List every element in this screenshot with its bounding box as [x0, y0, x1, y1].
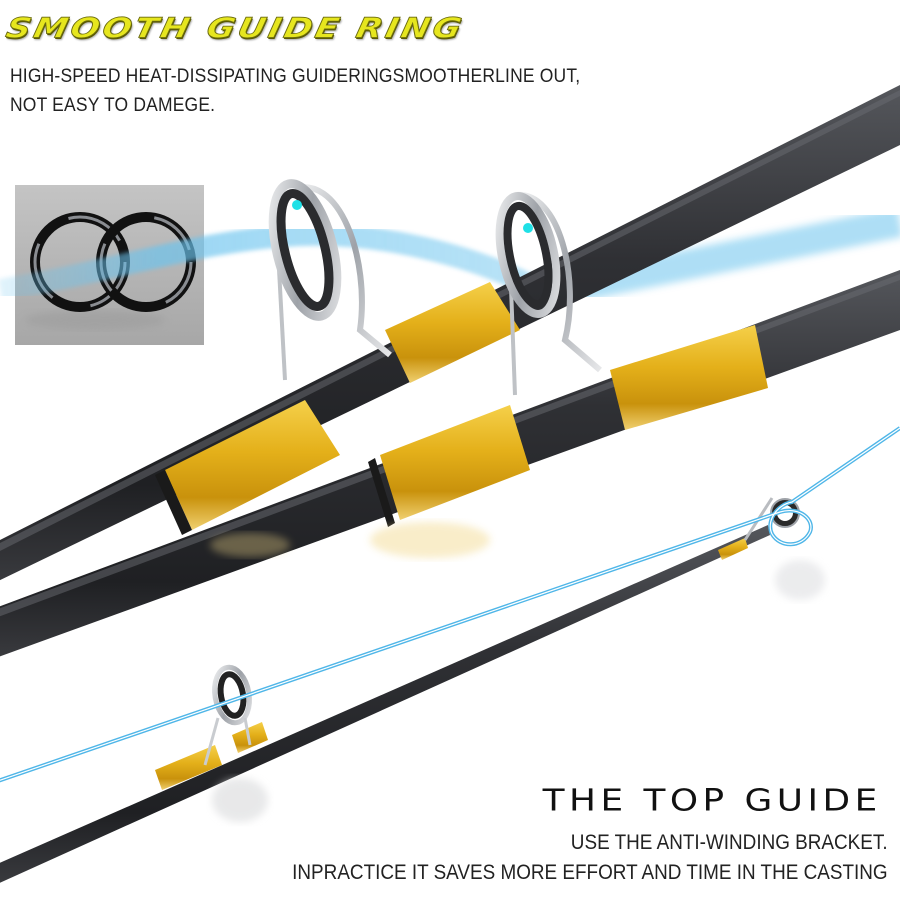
rod-upper [0, 85, 900, 581]
rod-middle [0, 270, 900, 657]
guide-ring-1 [268, 179, 392, 381]
top-guide-description: USE THE ANTI-WINDING BRACKET. INPRACTICE… [293, 828, 888, 888]
top-guide [743, 497, 825, 600]
description-line: USE THE ANTI-WINDING BRACKET. [571, 831, 888, 854]
headline-description: HIGH-SPEED HEAT-DISSIPATING GUIDERINGSMO… [10, 62, 820, 120]
headline: SMOOTH GUIDE RING [3, 12, 468, 46]
fishing-line [0, 426, 900, 783]
description-line: INPRACTICE IT SAVES MORE EFFORT AND TIME… [292, 861, 888, 884]
small-guide-ring [203, 664, 268, 822]
top-guide-title: THE TOP GUIDE [542, 782, 882, 819]
description-line: NOT EASY TO DAMEGE. [10, 95, 216, 116]
description-line: HIGH-SPEED HEAT-DISSIPATING GUIDERINGSMO… [10, 66, 581, 87]
guide-ring-2 [495, 191, 602, 396]
